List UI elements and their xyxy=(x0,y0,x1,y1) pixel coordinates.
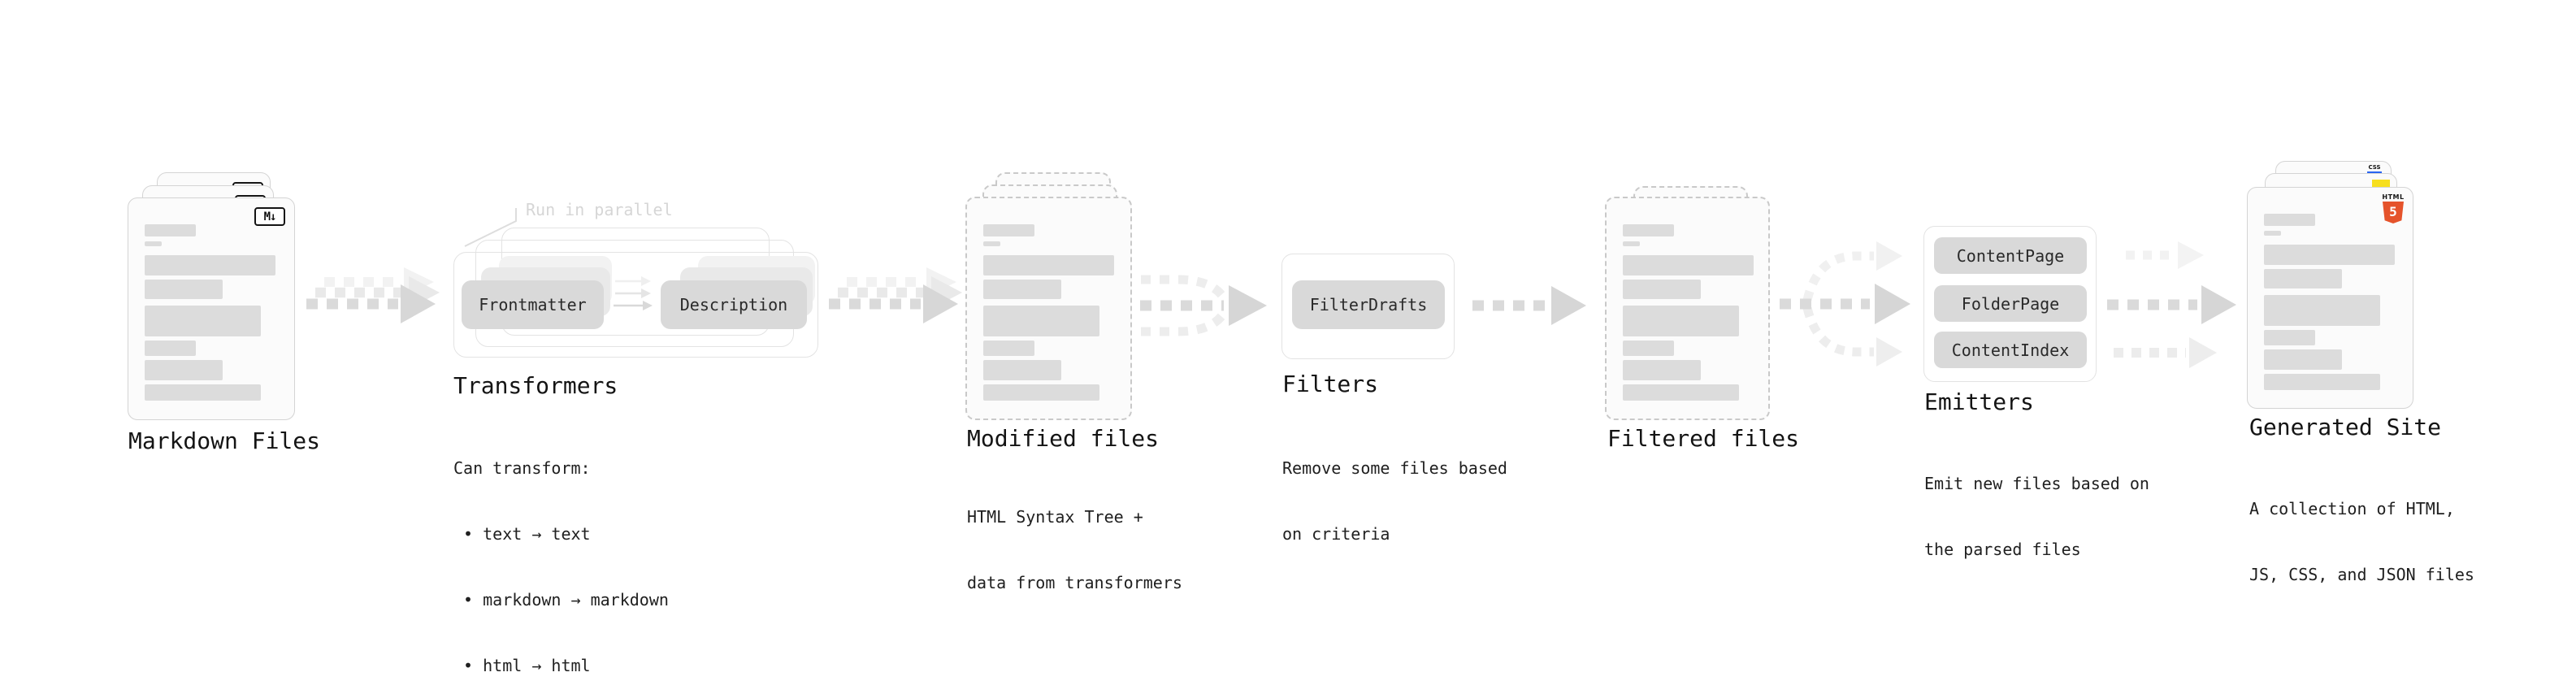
stage-label-modified-files: Modified files xyxy=(967,425,1160,452)
pill-label: Frontmatter xyxy=(479,295,587,314)
stage-label-markdown-files: Markdown Files xyxy=(128,427,321,454)
doc-text-line xyxy=(2264,295,2380,326)
arrow-markdown-to-transformers xyxy=(306,267,440,323)
doc-text-line xyxy=(983,360,1061,380)
emitter-pill-folderpage: FolderPage xyxy=(1934,285,2087,322)
doc-text-line xyxy=(983,340,1034,356)
arrow-filtered-to-emitters-fanout xyxy=(1780,241,1910,367)
html5-icon: HTML 5 xyxy=(2382,194,2405,223)
desc-line: • markdown → markdown xyxy=(453,590,669,609)
transformer-pill-description: Description xyxy=(661,280,807,329)
doc-text-line xyxy=(145,241,162,246)
transformer-box-front xyxy=(453,252,818,358)
pill-label: ContentPage xyxy=(1956,245,2065,266)
doc-text-line xyxy=(983,306,1099,336)
doc-text-line xyxy=(145,224,196,236)
doc-text-line xyxy=(145,360,223,380)
doc-text-line xyxy=(1623,280,1701,299)
doc-text-line xyxy=(145,280,223,299)
doc-text-line xyxy=(2264,349,2342,370)
doc-text-line xyxy=(1623,255,1754,275)
arrow-transformers-to-modified xyxy=(829,267,962,323)
doc-text-line xyxy=(983,255,1114,275)
doc-text-line xyxy=(983,224,1034,236)
pill-label: FilterDrafts xyxy=(1309,295,1428,314)
doc-text-line xyxy=(1623,224,1674,236)
pill-label: Description xyxy=(679,295,788,314)
doc-text-line xyxy=(2264,374,2380,390)
doc-text-line xyxy=(2264,231,2281,236)
css-icon-label: CSS xyxy=(2368,164,2381,171)
desc-line: data from transformers xyxy=(967,573,1182,592)
desc-line: Emit new files based on xyxy=(1924,474,2149,493)
stage-desc-filters: Remove some files based on criteria xyxy=(1282,414,1507,589)
doc-text-line xyxy=(983,241,1000,246)
doc-text-line xyxy=(1623,384,1739,401)
doc-text-line xyxy=(2264,245,2395,265)
desc-line: • text → text xyxy=(453,524,591,544)
markdown-icon: M↓ xyxy=(254,207,285,226)
doc-text-line xyxy=(1623,340,1674,356)
stage-desc-generated-site: A collection of HTML, JS, CSS, and JSON … xyxy=(2249,454,2474,630)
filter-pill-filterdrafts: FilterDrafts xyxy=(1292,280,1445,329)
arrow-filters-to-filtered xyxy=(1472,286,1586,325)
stage-label-transformers: Transformers xyxy=(453,372,618,399)
stage-desc-transformers: Can transform: • text → text • markdown … xyxy=(453,414,669,681)
doc-text-line xyxy=(145,340,196,356)
html5-icon-shield: 5 xyxy=(2383,202,2404,223)
emitter-pill-contentpage: ContentPage xyxy=(1934,237,2087,274)
pill-label: ContentIndex xyxy=(1951,340,2070,360)
desc-line: the parsed files xyxy=(1924,540,2081,559)
stage-desc-emitters: Emit new files based on the parsed files xyxy=(1924,429,2149,605)
stage-label-filtered-files: Filtered files xyxy=(1607,425,1800,452)
desc-line: A collection of HTML, xyxy=(2249,499,2455,518)
html5-icon-label: HTML xyxy=(2382,193,2405,201)
desc-line: HTML Syntax Tree + xyxy=(967,507,1143,527)
desc-line: JS, CSS, and JSON files xyxy=(2249,565,2474,584)
arrow-emitters-to-site xyxy=(2107,241,2236,368)
arrow-modified-to-filters-merge xyxy=(1140,275,1267,336)
desc-line: • html → html xyxy=(453,656,591,675)
doc-text-line xyxy=(1623,306,1739,336)
markdown-file-card-front: M↓ xyxy=(128,197,295,420)
doc-text-line xyxy=(2264,214,2315,226)
stage-label-filters: Filters xyxy=(1282,371,1379,397)
desc-line: on criteria xyxy=(1282,524,1390,544)
doc-text-line xyxy=(145,384,261,401)
filtered-file-card-front xyxy=(1605,197,1770,420)
stage-desc-modified-files: HTML Syntax Tree + data from transformer… xyxy=(967,462,1182,638)
doc-text-line xyxy=(145,255,275,275)
site-file-card-front: HTML 5 xyxy=(2247,187,2413,409)
doc-text-line xyxy=(2264,330,2315,345)
doc-text-line xyxy=(2264,269,2342,288)
doc-text-line xyxy=(1623,360,1701,380)
desc-line: Remove some files based xyxy=(1282,458,1507,478)
modified-file-card-front xyxy=(965,197,1132,420)
desc-line: Can transform: xyxy=(453,458,591,478)
pill-label: FolderPage xyxy=(1961,293,2060,314)
run-in-parallel-note: Run in parallel xyxy=(526,200,673,219)
doc-text-line xyxy=(983,280,1061,299)
emitter-pill-contentindex: ContentIndex xyxy=(1934,332,2087,368)
doc-text-line xyxy=(145,306,261,336)
stage-label-emitters: Emitters xyxy=(1924,388,2034,415)
doc-text-line xyxy=(983,384,1099,401)
stage-label-generated-site: Generated Site xyxy=(2249,414,2442,440)
transformer-pill-frontmatter: Frontmatter xyxy=(462,280,604,329)
markdown-icon-glyph: M↓ xyxy=(263,210,277,223)
doc-text-line xyxy=(1623,241,1640,246)
